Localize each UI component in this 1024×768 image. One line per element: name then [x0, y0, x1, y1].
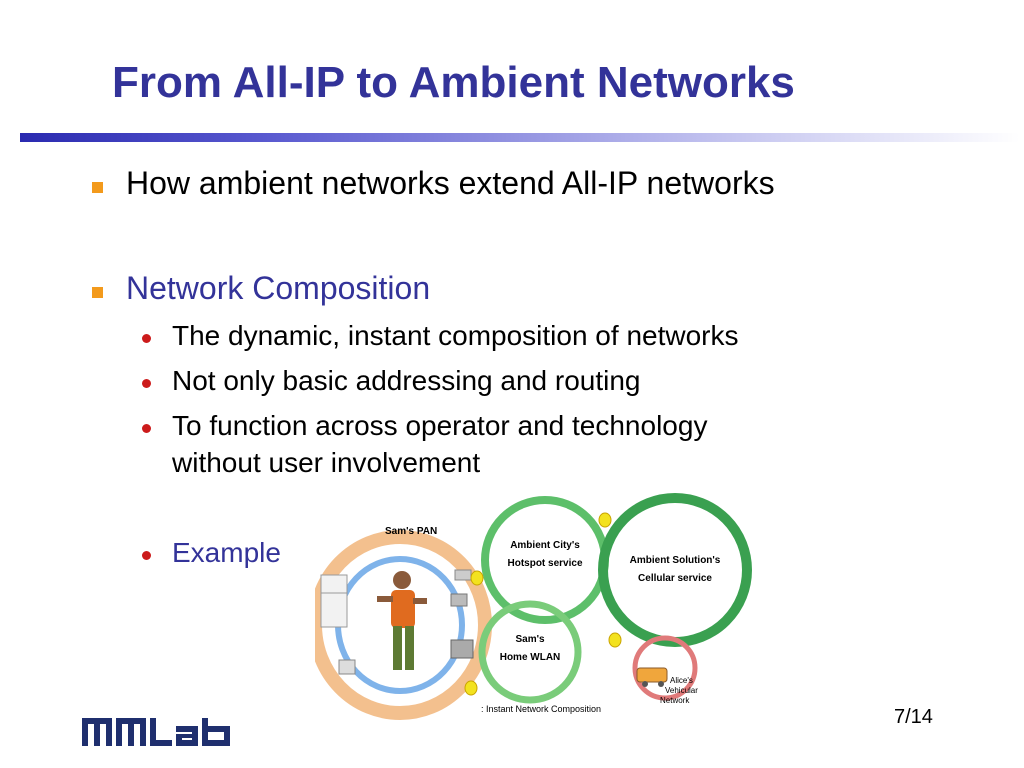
- sub-bullet-function-across-cont: without user involvement: [172, 447, 481, 478]
- sub-bullet-dynamic: The dynamic, instant composition of netw…: [172, 320, 739, 351]
- home-wlan-ring: [478, 600, 582, 704]
- mmlab-logo: [82, 716, 232, 753]
- label-home-wlan-2: Home WLAN: [500, 652, 561, 663]
- laptop-icon: [450, 639, 474, 659]
- bullet-square-icon: [92, 287, 103, 298]
- phone-icon: [454, 569, 472, 581]
- ambient-solution-ring: [598, 493, 752, 647]
- ambient-network-diagram: Sam's PAN Ambient City's Hotspot service…: [315, 493, 752, 720]
- bullet-how-ambient: How ambient networks extend All-IP netwo…: [126, 165, 775, 201]
- lightbulb-icon: [464, 512, 622, 696]
- bullet-dot-icon: [142, 424, 151, 433]
- label-ambient-solution-2: Cellular service: [638, 573, 712, 584]
- sub-bullet-example: Example: [172, 537, 281, 568]
- sub-bullet-function-across: To function across operator and technolo…: [172, 410, 708, 441]
- label-sams-pan: Sam's PAN: [385, 526, 437, 537]
- label-alice-3: Network: [660, 696, 690, 705]
- label-alice-1: Alice's: [670, 676, 693, 685]
- fridge-icon: [320, 574, 348, 628]
- bullet-dot-icon: [142, 551, 151, 560]
- slide-title: From All-IP to Ambient Networks: [112, 58, 795, 107]
- label-home-wlan-1: Sam's: [515, 634, 545, 645]
- bullet-dot-icon: [142, 379, 151, 388]
- bullet-network-composition: Network Composition: [126, 270, 431, 306]
- pda-icon: [450, 593, 468, 607]
- appliance-icon: [338, 659, 356, 675]
- bullet-dot-icon: [142, 334, 151, 343]
- label-ambient-city-2: Hotspot service: [507, 558, 582, 569]
- label-alice-2: Vehicular: [665, 686, 698, 695]
- alice-vehicular-ring: [632, 635, 698, 701]
- label-ambient-solution-1: Ambient Solution's: [630, 555, 721, 566]
- label-ambient-city-1: Ambient City's: [510, 540, 580, 551]
- sub-bullet-addressing: Not only basic addressing and routing: [172, 365, 641, 396]
- person-icon: [377, 571, 427, 670]
- title-divider: [20, 133, 1020, 142]
- car-icon: [636, 667, 668, 687]
- legend-instant-composition: : Instant Network Composition: [481, 704, 601, 714]
- pan-ring: [315, 530, 492, 720]
- page-number: 7/14: [894, 706, 933, 728]
- bullet-square-icon: [92, 182, 103, 193]
